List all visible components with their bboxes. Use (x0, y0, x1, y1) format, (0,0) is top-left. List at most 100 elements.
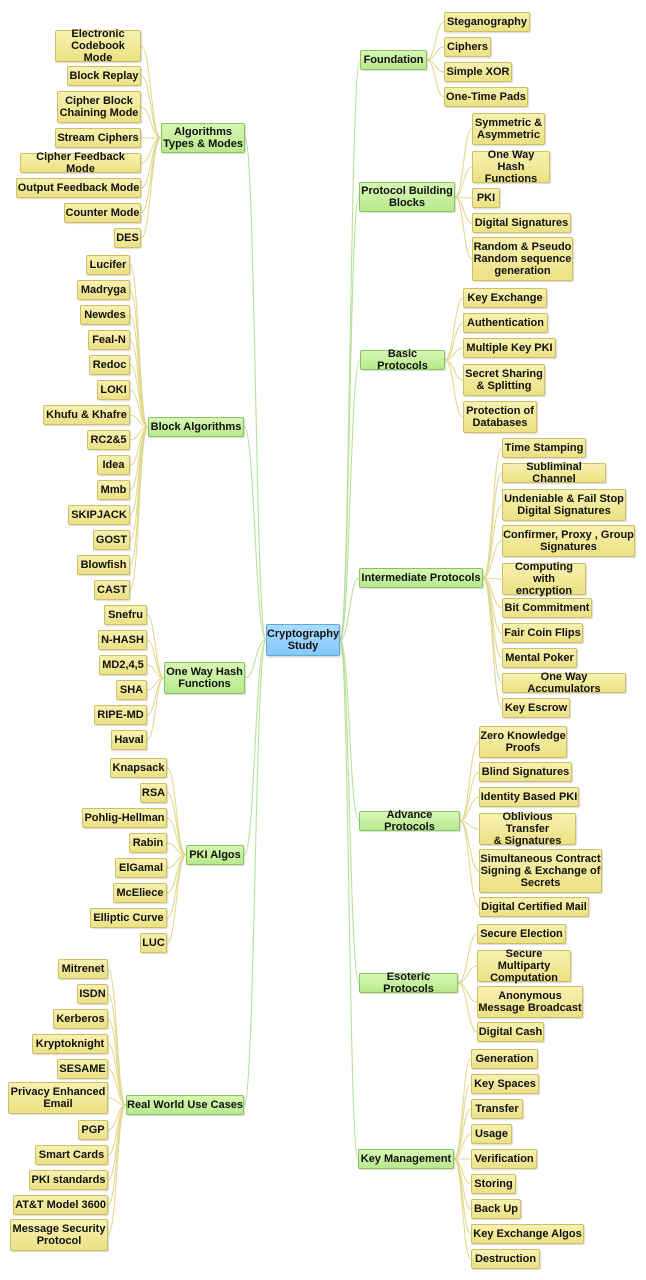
leaf-stream-ciphers[interactable]: Stream Ciphers (55, 128, 141, 148)
leaf-kerberos[interactable]: Kerberos (53, 1009, 108, 1029)
branch-key-management[interactable]: Key Management (358, 1149, 454, 1169)
leaf-zero-knowledge-proofs[interactable]: Zero Knowledge Proofs (479, 726, 567, 758)
branch-protocol-building-blocks[interactable]: Protocol Building Blocks (359, 182, 455, 212)
leaf-skipjack[interactable]: SKIPJACK (68, 505, 130, 525)
leaf-generation[interactable]: Generation (471, 1049, 538, 1069)
leaf-digital-certified-mail[interactable]: Digital Certified Mail (479, 897, 589, 917)
leaf-fair-coin-flips[interactable]: Fair Coin Flips (502, 623, 583, 643)
leaf-cast[interactable]: CAST (94, 580, 130, 600)
leaf-electronic-codebook-mode[interactable]: Electronic Codebook Mode (55, 28, 141, 64)
leaf-digital-cash[interactable]: Digital Cash (477, 1022, 544, 1042)
leaf-mental-poker[interactable]: Mental Poker (502, 648, 577, 668)
leaf-destruction[interactable]: Destruction (471, 1249, 540, 1269)
leaf-secure-multiparty-computation[interactable]: Secure Multiparty Computation (477, 948, 571, 984)
leaf-haval[interactable]: Haval (111, 730, 147, 750)
leaf-blind-signatures[interactable]: Blind Signatures (479, 762, 572, 782)
leaf-time-stamping[interactable]: Time Stamping (502, 438, 586, 458)
leaf-usage[interactable]: Usage (471, 1124, 512, 1144)
leaf-one-way-hash-functions[interactable]: One Way Hash Functions (472, 149, 550, 185)
leaf-elgamal[interactable]: ElGamal (115, 858, 167, 878)
branch-advance-protocols[interactable]: Advance Protocols (359, 809, 460, 833)
branch-pki-algos[interactable]: PKI Algos (186, 845, 244, 865)
branch-basic-protocols[interactable]: Basic Protocols (360, 348, 445, 372)
leaf-mmb[interactable]: Mmb (97, 480, 130, 500)
leaf-lucifer[interactable]: Lucifer (86, 255, 130, 275)
leaf-anonymous-message-broadcast[interactable]: Anonymous Message Broadcast (477, 986, 583, 1018)
leaf-md2-4-5[interactable]: MD2,4,5 (99, 655, 147, 675)
leaf-back-up[interactable]: Back Up (471, 1199, 521, 1219)
leaf-simultaneous-contract-signing-exchange-of-secrets[interactable]: Simultaneous Contract Signing & Exchange… (479, 849, 602, 893)
leaf-computing-with-encryption[interactable]: Computing with encryption (502, 561, 586, 597)
leaf-newdes[interactable]: Newdes (80, 305, 130, 325)
leaf-cipher-block-chaining-mode[interactable]: Cipher Block Chaining Mode (57, 91, 141, 123)
branch-algorithms-types-modes[interactable]: Algorithms Types & Modes (161, 123, 245, 153)
leaf-one-time-pads[interactable]: One-Time Pads (444, 87, 528, 107)
leaf-counter-mode[interactable]: Counter Mode (64, 203, 141, 223)
leaf-madryga[interactable]: Madryga (77, 280, 130, 300)
leaf-output-feedback-mode[interactable]: Output Feedback Mode (16, 178, 141, 198)
leaf-digital-signatures[interactable]: Digital Signatures (472, 213, 571, 233)
branch-real-world-use-cases[interactable]: Real World Use Cases (126, 1095, 244, 1115)
leaf-undeniable-fail-stop-digital-signatures[interactable]: Undeniable & Fail Stop Digital Signature… (502, 489, 626, 521)
leaf-gost[interactable]: GOST (93, 530, 130, 550)
leaf-rc2-5[interactable]: RC2&5 (87, 430, 130, 450)
leaf-feal-n[interactable]: Feal-N (88, 330, 130, 350)
leaf-at-t-model-3600[interactable]: AT&T Model 3600 (13, 1195, 108, 1215)
leaf-knapsack[interactable]: Knapsack (110, 758, 167, 778)
leaf-one-way-accumulators[interactable]: One Way Accumulators (502, 671, 626, 695)
leaf-luc[interactable]: LUC (140, 933, 167, 953)
leaf-simple-xor[interactable]: Simple XOR (444, 62, 512, 82)
leaf-rabin[interactable]: Rabin (129, 833, 167, 853)
leaf-smart-cards[interactable]: Smart Cards (35, 1145, 108, 1165)
leaf-idea[interactable]: Idea (97, 455, 130, 475)
leaf-confirmer-proxy-group-signatures[interactable]: Confirmer, Proxy , Group Signatures (502, 525, 635, 557)
leaf-message-security-protocol[interactable]: Message Security Protocol (10, 1219, 108, 1251)
leaf-oblivious-transfer-signatures[interactable]: Oblivious Transfer & Signatures (479, 811, 576, 847)
leaf-khufu-khafre[interactable]: Khufu & Khafre (43, 405, 130, 425)
leaf-sha[interactable]: SHA (116, 680, 147, 700)
leaf-pohlig-hellman[interactable]: Pohlig-Hellman (82, 808, 167, 828)
leaf-mceliece[interactable]: McEliece (113, 883, 167, 903)
leaf-symmetric-asymmetric[interactable]: Symmetric & Asymmetric (472, 113, 545, 145)
leaf-key-exchange[interactable]: Key Exchange (463, 288, 547, 308)
branch-esoteric-protocols[interactable]: Esoteric Protocols (359, 971, 458, 995)
leaf-loki[interactable]: LOKI (97, 380, 130, 400)
branch-intermediate-protocols[interactable]: Intermediate Protocols (359, 568, 483, 588)
leaf-verification[interactable]: Verification (471, 1149, 537, 1169)
leaf-transfer[interactable]: Transfer (471, 1099, 523, 1119)
leaf-cipher-feedback-mode[interactable]: Cipher Feedback Mode (20, 151, 141, 175)
leaf-secret-sharing-splitting[interactable]: Secret Sharing & Splitting (463, 364, 545, 396)
leaf-protection-of-databases[interactable]: Protection of Databases (463, 401, 537, 433)
leaf-storing[interactable]: Storing (471, 1174, 516, 1194)
branch-foundation[interactable]: Foundation (360, 50, 427, 70)
leaf-ciphers[interactable]: Ciphers (444, 37, 491, 57)
leaf-n-hash[interactable]: N-HASH (98, 630, 147, 650)
leaf-block-replay[interactable]: Block Replay (67, 66, 141, 86)
leaf-key-spaces[interactable]: Key Spaces (471, 1074, 539, 1094)
leaf-rsa[interactable]: RSA (140, 783, 167, 803)
leaf-secure-election[interactable]: Secure Election (477, 924, 566, 944)
leaf-kryptoknight[interactable]: Kryptoknight (32, 1034, 108, 1054)
leaf-isdn[interactable]: ISDN (77, 984, 108, 1004)
leaf-identity-based-pki[interactable]: Identity Based PKI (479, 787, 579, 807)
leaf-privacy-enhanced-email[interactable]: Privacy Enhanced Email (8, 1082, 108, 1114)
leaf-redoc[interactable]: Redoc (89, 355, 130, 375)
leaf-sesame[interactable]: SESAME (57, 1059, 108, 1079)
leaf-snefru[interactable]: Snefru (104, 605, 147, 625)
leaf-subliminal-channel[interactable]: Subliminal Channel (502, 461, 606, 485)
leaf-des[interactable]: DES (114, 228, 141, 248)
leaf-pki-standards[interactable]: PKI standards (29, 1170, 108, 1190)
leaf-pgp[interactable]: PGP (78, 1120, 108, 1140)
leaf-key-escrow[interactable]: Key Escrow (502, 698, 570, 718)
leaf-random-pseudo-random-sequence-generation[interactable]: Random & Pseudo Random sequence generati… (472, 237, 573, 281)
leaf-bit-commitment[interactable]: Bit Commitment (502, 598, 592, 618)
leaf-elliptic-curve[interactable]: Elliptic Curve (90, 908, 167, 928)
leaf-ripe-md[interactable]: RIPE-MD (94, 705, 147, 725)
leaf-steganography[interactable]: Steganography (444, 12, 530, 32)
leaf-authentication[interactable]: Authentication (463, 313, 548, 333)
leaf-multiple-key-pki[interactable]: Multiple Key PKI (463, 338, 556, 358)
leaf-mitrenet[interactable]: Mitrenet (58, 959, 108, 979)
leaf-pki[interactable]: PKI (472, 188, 500, 208)
branch-one-way-hash-functions[interactable]: One Way Hash Functions (164, 662, 245, 694)
root-node[interactable]: Cryptography Study (266, 624, 340, 656)
